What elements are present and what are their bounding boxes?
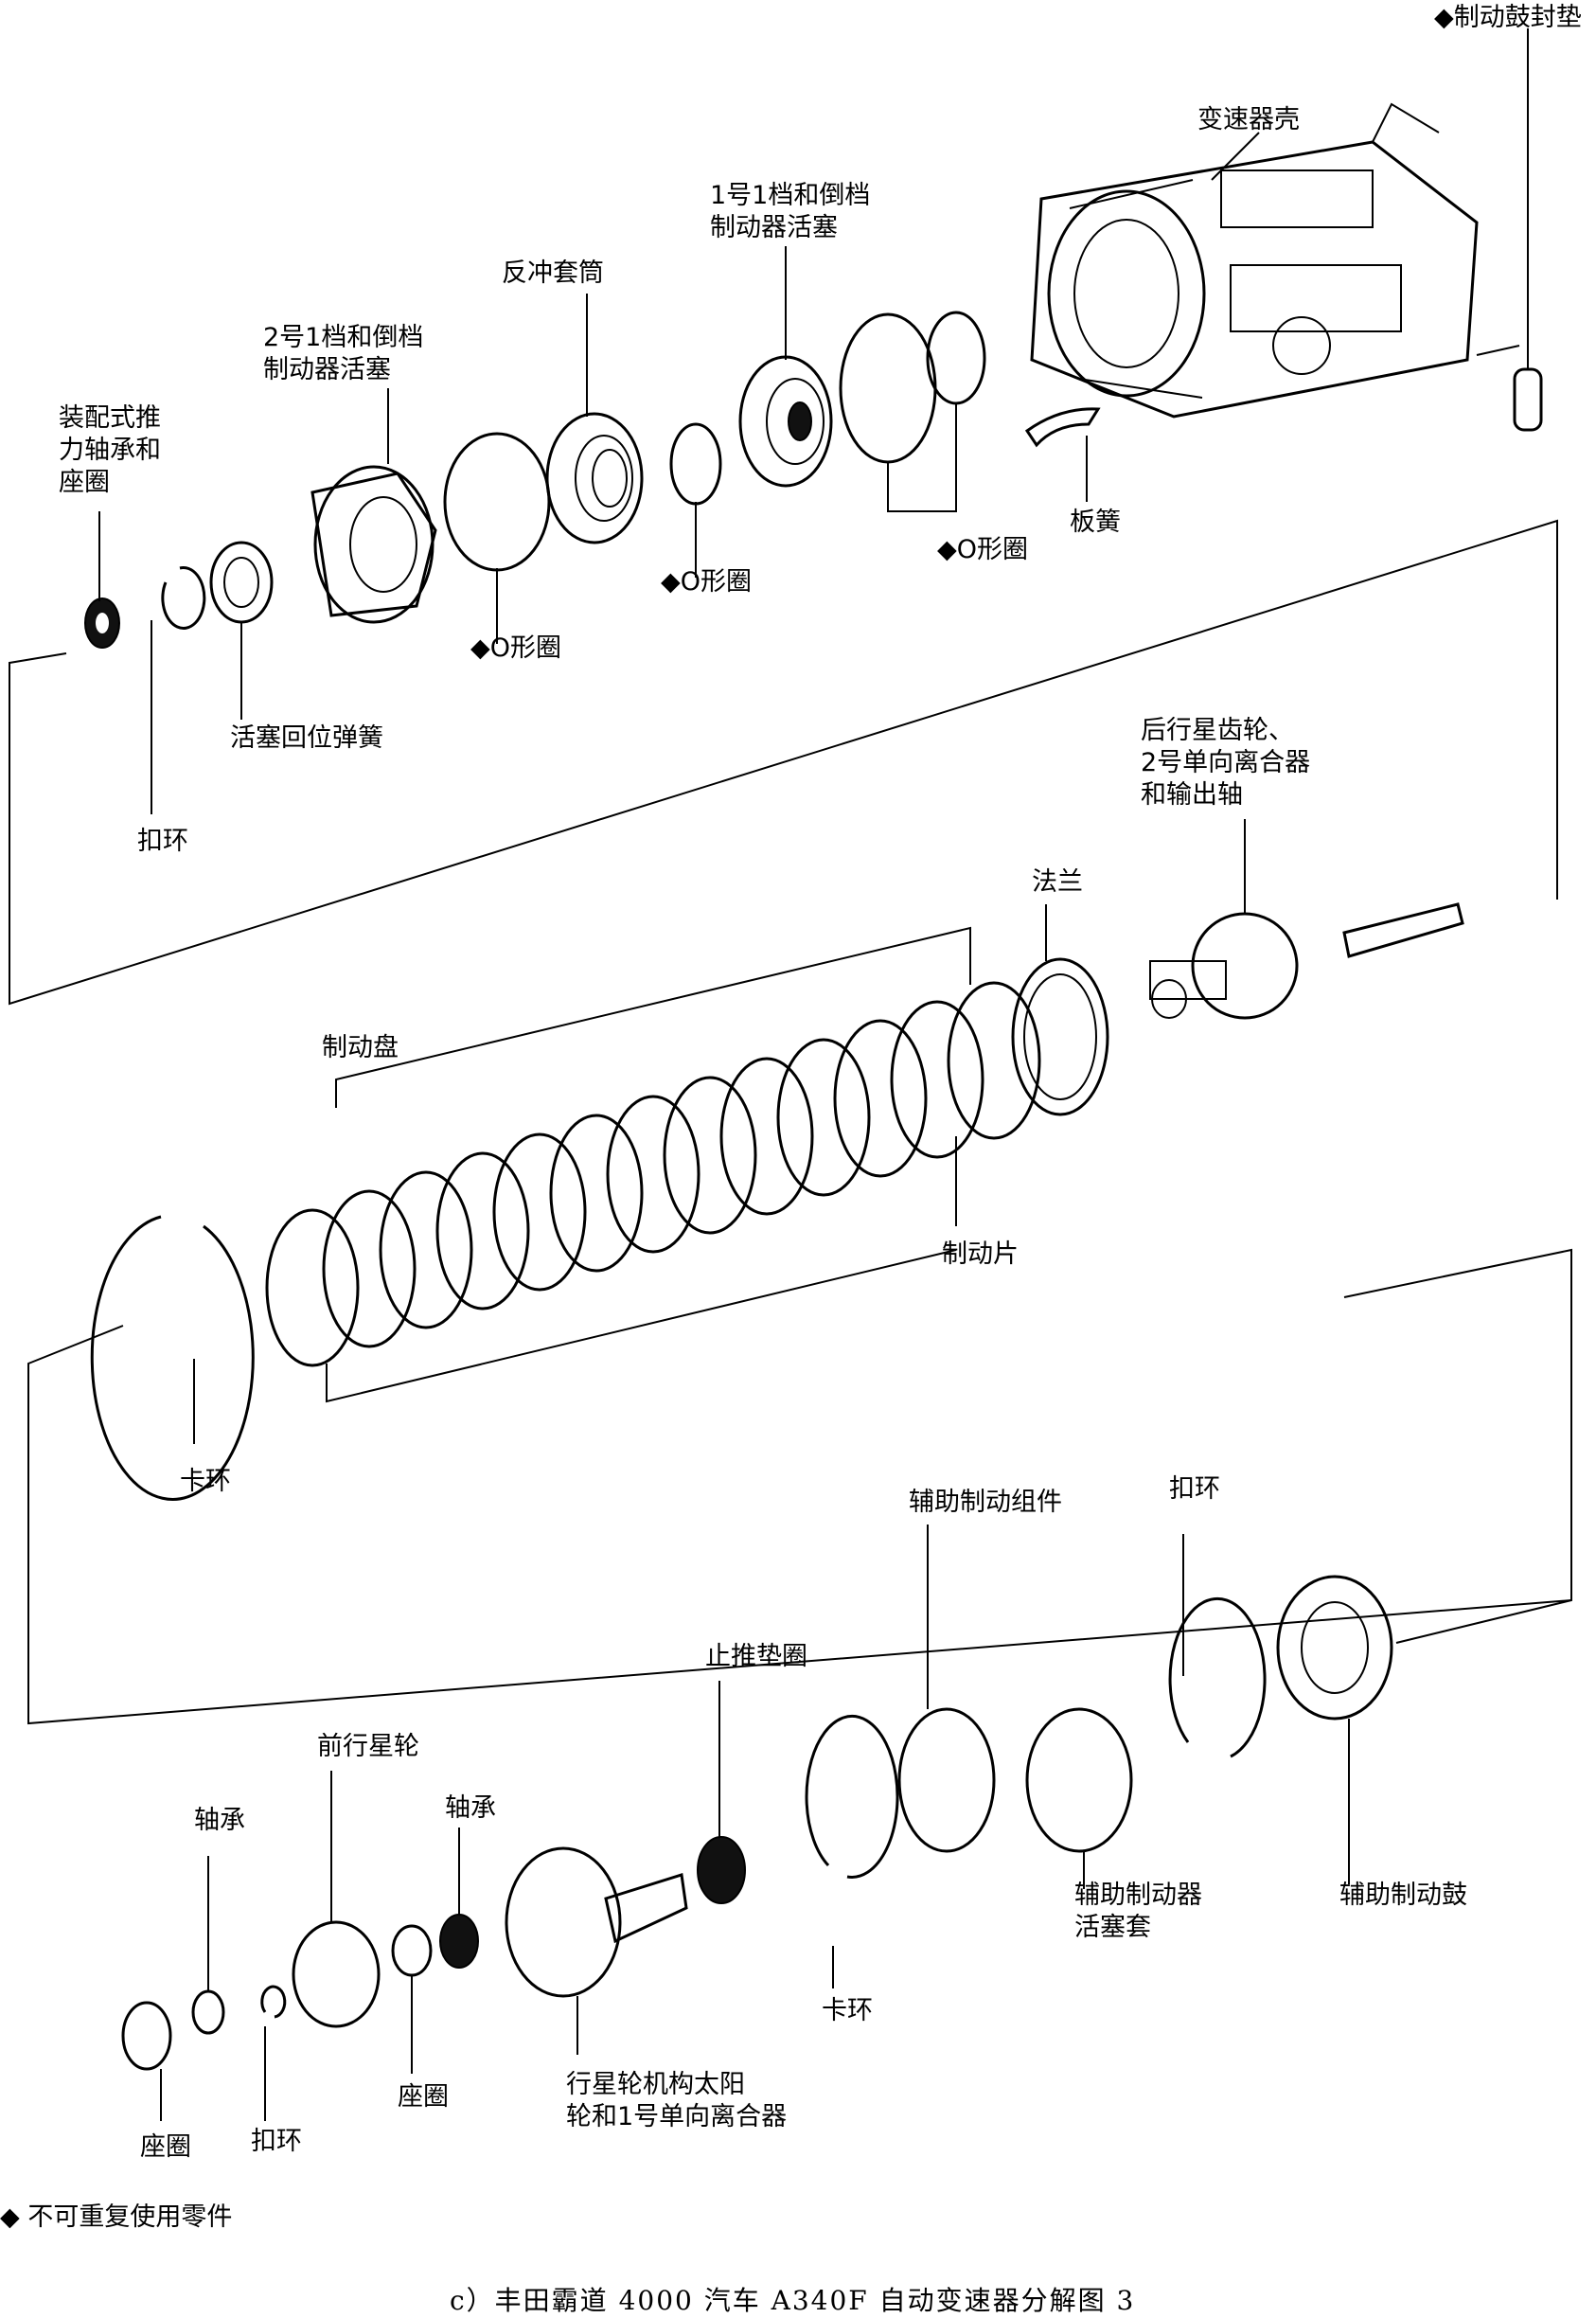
bearing-left-drawing <box>191 1989 225 2035</box>
second-brake-drum-drawing <box>1276 1575 1393 1721</box>
label-o-ring-a: ◆O形圈 <box>470 633 562 663</box>
race-mid-drawing <box>391 1924 433 1977</box>
label-reaction-sleeve: 反冲套筒 <box>502 259 604 288</box>
leaf-spring-drawing <box>1024 407 1101 448</box>
label-no1-brake-piston: 1号1档和倒档 制动器活塞 <box>710 181 871 242</box>
o-ring-large-drawing <box>839 312 937 464</box>
no1-brake-piston-drawing <box>738 355 833 488</box>
label-bearing-left: 轴承 <box>194 1806 245 1835</box>
label-second-brake-drum: 辅助制动鼓 <box>1339 1881 1467 1910</box>
no2-brake-piston-drawing <box>310 465 437 624</box>
second-brake-drum-inner <box>1301 1601 1369 1694</box>
output-shaft-drawing <box>1149 902 1464 1020</box>
o-ring-small-drawing <box>926 311 986 405</box>
label-sun-gear: 行星轮机构太阳 轮和1号单向离合器 <box>566 2070 788 2131</box>
drum-gasket-drawing <box>1476 28 1543 432</box>
thrust-washer-drawing <box>697 1836 746 1904</box>
o-ring-left-drawing <box>443 432 551 572</box>
label-brake-plates: 制动片 <box>942 1239 1019 1269</box>
thrust-bearing-drawing <box>84 597 120 649</box>
transmission-case-drawing <box>1030 102 1479 419</box>
label-o-ring-b: ◆O形圈 <box>661 567 753 597</box>
label-return-spring: 活塞回位弹簧 <box>230 723 383 753</box>
label-snap-ring-top: 扣环 <box>137 827 188 856</box>
piston-sleeve-drawing <box>1025 1707 1133 1853</box>
label-leaf-spring: 板簧 <box>1070 508 1121 537</box>
bearing-mid-drawing <box>439 1914 479 1969</box>
return-spring-drawing <box>209 541 274 624</box>
label-thrust-bearing: 装配式推 力轴承和 座圈 <box>59 403 161 497</box>
front-planetary-drawing <box>292 1920 381 2028</box>
label-brake-discs: 制动盘 <box>322 1033 399 1062</box>
legend-note: ◆ 不可重复使用零件 <box>0 2202 233 2232</box>
brake-pack-drawing <box>265 981 1041 1367</box>
label-snap-ring-mid: 扣环 <box>1169 1474 1220 1504</box>
label-no2-brake-piston: 2号1档和倒档 制动器活塞 <box>263 323 424 384</box>
label-piston-sleeve: 辅助制动器 活塞套 <box>1074 1881 1202 1942</box>
leader-lines <box>9 132 1572 2121</box>
label-flange: 法兰 <box>1032 867 1083 897</box>
label-second-brake-assembly: 辅助制动组件 <box>909 1488 1062 1517</box>
label-race-left: 座圈 <box>140 2132 191 2162</box>
label-o-ring-c: ◆O形圈 <box>937 535 1029 564</box>
snap-ring-top-drawing <box>161 566 206 630</box>
clip-ring-drawing <box>90 1215 255 1501</box>
race-left-drawing <box>121 2001 172 2071</box>
label-race-mid: 座圈 <box>398 2082 449 2112</box>
snap-ring-bottom-drawing <box>260 1985 287 2019</box>
label-snap-ring-lower: 卡环 <box>822 1996 873 2025</box>
label-drum-gasket: ◆制动鼓封垫 <box>1434 3 1582 32</box>
flange-drawing <box>1011 957 1109 1116</box>
label-snap-ring-bottom: 扣环 <box>251 2127 302 2156</box>
label-clip-ring: 卡环 <box>180 1467 231 1496</box>
label-bearing-mid: 轴承 <box>445 1793 496 1823</box>
second-brake-assembly-drawing <box>897 1707 996 1853</box>
label-transmission-case: 变速器壳 <box>1197 105 1300 134</box>
o-ring-mid-drawing <box>669 422 722 506</box>
label-rear-planetary: 后行星齿轮、 2号单向离合器 和输出轴 <box>1141 716 1311 810</box>
label-thrust-washer: 止推垫圈 <box>705 1642 807 1671</box>
sun-gear-drawing <box>505 1846 688 1998</box>
snap-ring-lower-drawing <box>805 1714 899 1879</box>
snap-ring-mid-drawing <box>1168 1596 1267 1758</box>
label-front-planetary: 前行星轮 <box>317 1732 419 1761</box>
figure-caption: c）丰田霸道 4000 汽车 A340F 自动变速器分解图 3 <box>450 2285 1136 2316</box>
reaction-sleeve-drawing <box>545 412 644 544</box>
